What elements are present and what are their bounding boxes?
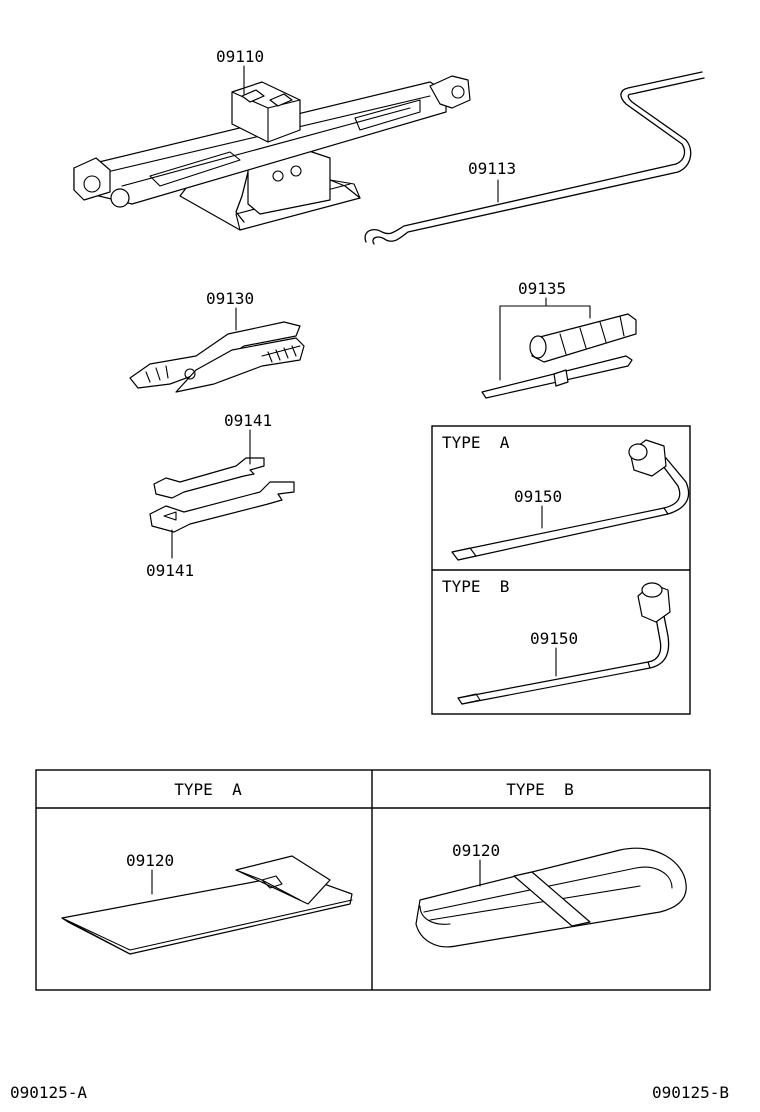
lug-wrench-type-b-label: TYPE B xyxy=(442,577,509,596)
tool-bag-type-a-drawing xyxy=(61,855,353,955)
tool-bag-table xyxy=(35,769,711,991)
tool-bag-header-type-a: TYPE A xyxy=(174,780,242,799)
screwdriver-drawing xyxy=(481,313,637,399)
part-number-lug-wrench-b: 09150 xyxy=(530,629,578,648)
part-number-tool-bag-b: 09120 xyxy=(452,841,500,860)
part-number-jack-handle: 09113 xyxy=(468,159,516,178)
jack-handle-drawing xyxy=(364,71,705,245)
part-number-tool-bag-a: 09120 xyxy=(126,851,174,870)
part-number-screwdriver: 09135 xyxy=(518,279,566,298)
part-number-wrench-lower: 09141 xyxy=(146,561,194,580)
part-number-wrench-upper: 09141 xyxy=(224,411,272,430)
tool-bag-type-b-drawing xyxy=(415,847,687,948)
lug-wrench-type-b-drawing xyxy=(457,582,671,705)
open-end-wrenches-drawing xyxy=(149,457,295,533)
lug-wrench-type-a-drawing xyxy=(451,439,690,561)
lug-wrench-type-a-label: TYPE A xyxy=(442,433,510,452)
tool-bag-header-type-b: TYPE B xyxy=(506,780,573,799)
part-number-pliers: 09130 xyxy=(206,289,254,308)
part-number-jack: 09110 xyxy=(216,47,264,66)
footer-code-right: 090125-B xyxy=(652,1083,729,1102)
part-number-lug-wrench-a: 09150 xyxy=(514,487,562,506)
footer-code-left: 090125-A xyxy=(10,1083,87,1102)
pliers-drawing xyxy=(129,321,305,393)
scissor-jack-drawing xyxy=(73,75,471,231)
leader-screwdriver xyxy=(499,305,591,381)
